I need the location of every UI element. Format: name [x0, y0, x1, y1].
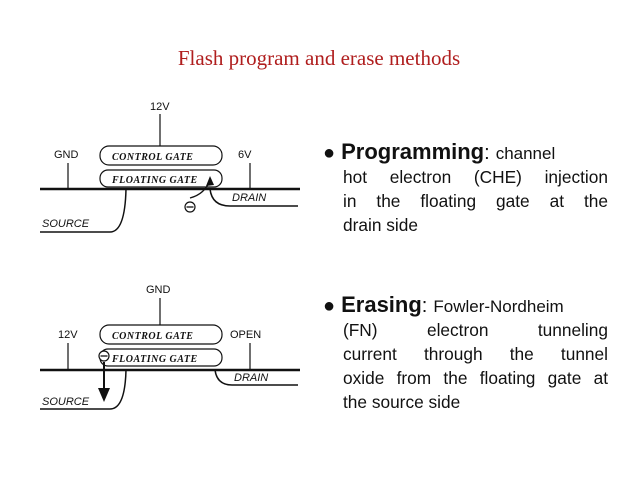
erasing-line: (FN) electron tunneling — [343, 320, 608, 340]
programming-line: channel — [495, 144, 556, 163]
erase-control-gate-label: CONTROL GATE — [112, 331, 193, 342]
erase-right-voltage: OPEN — [230, 329, 261, 341]
erasing-keyword: Erasing — [341, 292, 422, 317]
erase-top-voltage: GND — [146, 284, 171, 296]
programming-line: drain side — [343, 215, 418, 235]
programming-colon: : — [484, 142, 490, 164]
programming-line: in the floating gate at the — [343, 191, 608, 211]
bullet-icon: ● — [323, 295, 336, 317]
erase-diagram: GND 12V OPEN CONTROL GATE FLOATING GATE … — [40, 284, 300, 410]
program-drain-label: DRAIN — [232, 192, 266, 204]
program-control-gate — [99, 145, 223, 166]
erasing-colon: : — [421, 295, 428, 317]
erasing-line: oxide from the floating gate at — [343, 368, 608, 388]
erasing-line: the source side — [343, 392, 461, 412]
program-right-voltage: 6V — [238, 149, 252, 161]
program-source-label: SOURCE — [42, 218, 90, 230]
erasing-bullet: ● Erasing : Fowler-Nordheim (FN) electro… — [323, 292, 608, 414]
program-left-voltage: GND — [54, 149, 79, 161]
program-floating-gate-label: FLOATING GATE — [111, 175, 198, 186]
program-top-voltage: 12V — [150, 101, 170, 113]
program-diagram: 12V GND 6V CONTROL GATE FLOATING GATE SO… — [40, 101, 300, 233]
bullet-icon: ● — [323, 142, 336, 164]
programming-keyword: Programming — [341, 139, 485, 164]
erase-drain-label: DRAIN — [234, 372, 268, 384]
program-floating-gate — [99, 169, 223, 188]
program-control-gate-label: CONTROL GATE — [112, 152, 193, 163]
erase-source-label: SOURCE — [42, 396, 90, 408]
erase-control-gate — [99, 324, 223, 345]
page-title: Flash program and erase methods — [177, 46, 461, 70]
erase-left-voltage: 12V — [58, 329, 78, 341]
programming-line: hot electron (CHE) injection — [343, 167, 608, 187]
programming-bullet: ● Programming : channel hot electron (CH… — [323, 139, 608, 237]
erasing-line: Fowler-Nordheim — [433, 297, 564, 316]
erasing-line: current through the tunnel — [343, 344, 608, 364]
erase-floating-gate-label: FLOATING GATE — [111, 354, 198, 365]
